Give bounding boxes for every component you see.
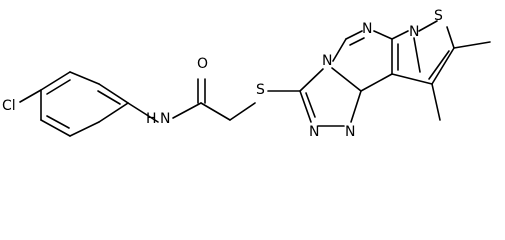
bond-ring-d [98,102,129,123]
atom-carbonyl-oxygen: O [197,56,208,72]
bond-triazole-c-nl-2 [305,92,316,118]
bond-triazole-c-nf-2 [331,67,362,92]
bond-ch2-s [229,102,256,121]
bond-c-nr [391,30,409,40]
bond-nr-s [418,20,438,32]
atom-pyrimidine-nitrogen-top: N [362,21,372,37]
bonds [19,20,491,137]
bond-c-c-fused-2 [391,73,433,85]
atom-triazole-nitrogen-right: N [345,124,355,140]
bond-c-c-fused [360,73,393,92]
bond-cl-ring [19,89,42,103]
atom-pyrimidine-nitrogen-right: N [409,24,419,40]
atom-thiophene-sulfur: S [434,8,443,24]
bond-nr-c [413,37,421,73]
atom-triazole-nitrogen-left: N [309,124,319,140]
bond-ring-b [69,71,100,85]
bond-methyl-top [453,41,491,49]
bond-ring-inner-3 [46,115,70,129]
bond-triazole-c-nl [299,90,312,123]
bond-ch-nt [345,30,363,40]
bond-ring-f [40,119,71,137]
bond-ring-a [40,71,71,91]
bond-ring-c [98,83,129,104]
bond-s-c [446,26,455,49]
bond-methyl-bottom [431,83,441,121]
bond-nh-carbonyl [172,102,202,119]
atom-amide-hydrogen: H [146,111,157,127]
bond-nt-c [373,30,393,40]
bond-carbonyl-ch2 [200,102,231,121]
atom-thioether-sulfur: S [256,82,265,98]
bond-c-c-methyl-2 [428,50,450,80]
bond-c-c-methyl [431,47,455,85]
bond-triazole-c-nf [299,68,324,92]
molecule-drawing: Cl N H O S N N N S N N [2,8,491,140]
atom-amide-nitrogen: N [160,111,170,127]
atom-chlorine: Cl [2,98,16,114]
bond-triazole-nr-c [350,90,362,123]
bond-ring-inner-1 [46,79,71,95]
bond-nf-ch [332,38,347,62]
bond-ring-nh [127,102,159,123]
bond-ring-e [69,121,100,137]
bond-ring-inner-2 [97,90,121,105]
atom-fused-nitrogen: N [322,53,332,69]
chemical-structure-diagram: Cl N H O S N N N S N N [2,8,491,140]
bond-ch-nt-2 [349,37,365,46]
atom-labels: Cl N H O S N N N S N N [2,8,443,140]
